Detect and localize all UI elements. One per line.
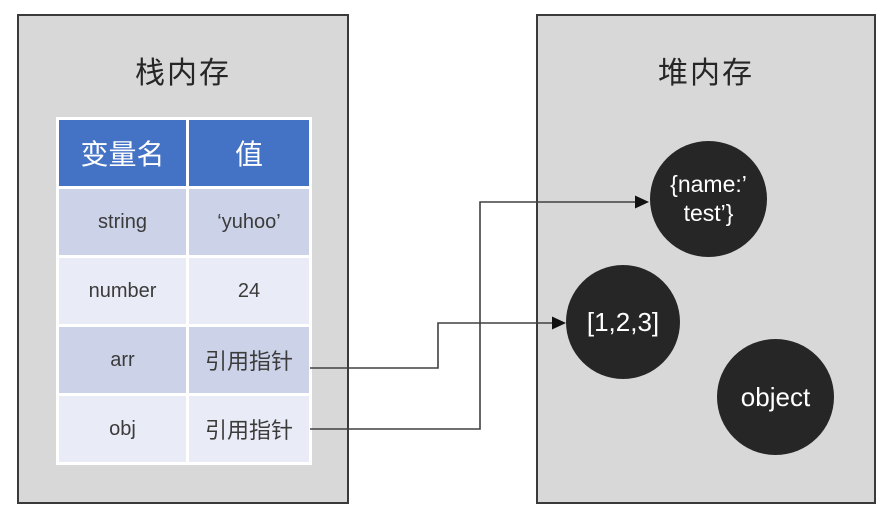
table-cell-value-number: 24: [189, 258, 309, 324]
heap-node-object: object: [717, 339, 834, 455]
table-cell-value-string: ‘yuhoo’: [189, 189, 309, 255]
table-cell-variable-number: number: [59, 258, 186, 324]
heap-node-array: [1,2,3]: [566, 265, 680, 379]
stack-memory-panel: 栈内存 变量名 值 string ‘yuhoo’ number 24 arr 引…: [17, 14, 349, 504]
heap-panel-title: 堆内存: [658, 57, 754, 90]
stack-panel-title: 栈内存: [135, 57, 231, 90]
table-header-value: 值: [189, 120, 309, 186]
table-cell-variable-obj: obj: [59, 396, 186, 462]
heap-node-array-label: [1,2,3]: [586, 306, 660, 337]
table-cell-value-arr: 引用指针: [189, 327, 309, 393]
stack-variable-table: 变量名 值 string ‘yuhoo’ number 24 arr 引用指针 …: [56, 117, 312, 465]
table-cell-value-obj: 引用指针: [189, 396, 309, 462]
heap-node-object-literal-line2: test’}: [683, 200, 734, 226]
heap-memory-panel: 堆内存: [536, 14, 876, 504]
table-cell-variable-arr: arr: [59, 327, 186, 393]
table-cell-variable-string: string: [59, 189, 186, 255]
heap-node-object-label: object: [740, 381, 811, 412]
heap-node-object-literal-line1: {name:’: [670, 171, 747, 198]
heap-node-object-literal: {name:’ test’}: [650, 141, 767, 257]
table-header-variable-name: 变量名: [59, 120, 186, 186]
